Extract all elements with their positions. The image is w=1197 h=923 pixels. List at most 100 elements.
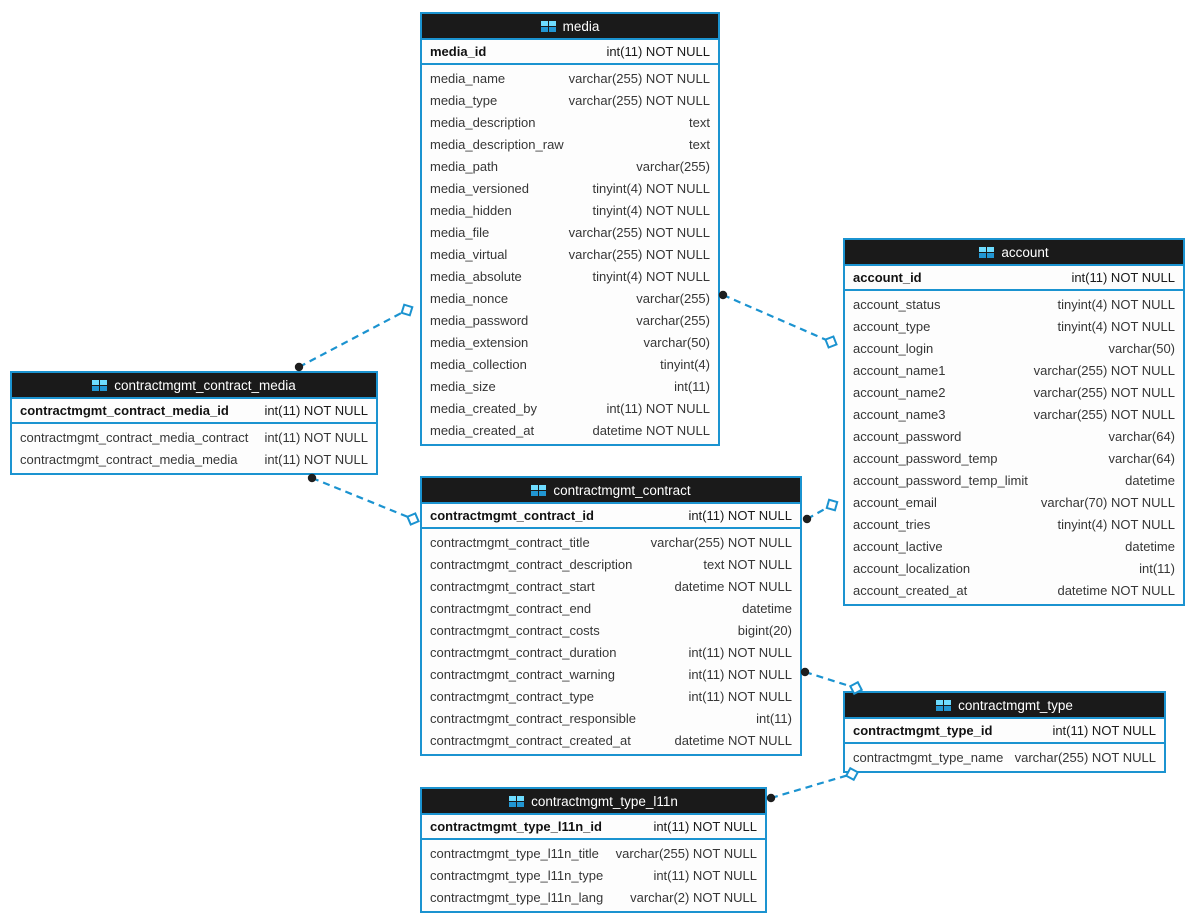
table-row[interactable]: account_login varchar(50) xyxy=(845,337,1183,359)
relation-media-to-account[interactable] xyxy=(718,290,839,350)
relation-contract-to-account[interactable] xyxy=(802,497,840,524)
table-header-contractmgmt_contract[interactable]: contractmgmt_contract xyxy=(422,478,800,504)
relation-contract-to-type[interactable] xyxy=(800,667,864,696)
relation-contract_media-to-contract[interactable] xyxy=(307,473,421,527)
relation-type_l11n-to-type[interactable] xyxy=(766,766,860,803)
table-header-account[interactable]: account xyxy=(845,240,1183,266)
field-name: contractmgmt_contract_media_media xyxy=(20,451,238,467)
table-header-contractmgmt_type_l11n[interactable]: contractmgmt_type_l11n xyxy=(422,789,765,815)
field-type: int(11) NOT NULL xyxy=(653,867,757,883)
field-name: account_login xyxy=(853,340,934,356)
relation-contract_media-to-media[interactable] xyxy=(294,302,415,372)
relation-endpoint-diamond xyxy=(400,303,414,317)
field-type-pk: int(11) NOT NULL xyxy=(1071,270,1175,285)
table-row[interactable]: contractmgmt_type_l11n_type int(11) NOT N… xyxy=(422,864,765,886)
field-type: varchar(50) xyxy=(1108,340,1175,356)
field-name: account_localization xyxy=(853,560,971,576)
table-header-contractmgmt_type[interactable]: contractmgmt_type xyxy=(845,693,1164,719)
field-type: varchar(64) xyxy=(1108,428,1175,444)
field-name: contractmgmt_type_l11n_type xyxy=(430,867,604,883)
relation-endpoint-dot xyxy=(800,667,810,677)
field-name: media_nonce xyxy=(430,290,509,306)
field-type: varchar(255) NOT NULL xyxy=(1033,362,1175,378)
field-type: tinyint(4) NOT NULL xyxy=(592,180,710,196)
field-name: media_created_at xyxy=(430,422,535,438)
field-name: contractmgmt_type_l11n_title xyxy=(430,845,599,861)
table-contractmgmt_contract_media[interactable]: contractmgmt_contract_media contractmgmt_… xyxy=(10,371,378,475)
field-name: media_path xyxy=(430,158,498,174)
field-type: varchar(255) NOT NULL xyxy=(1014,749,1156,765)
field-name: account_status xyxy=(853,296,941,312)
field-type: tinyint(4) xyxy=(660,356,710,372)
relation-endpoint-diamond xyxy=(848,680,864,696)
field-name: account_created_at xyxy=(853,582,968,598)
field-name: contractmgmt_contract_created_at xyxy=(430,732,631,748)
table-header-contractmgmt_contract_media[interactable]: contractmgmt_contract_media xyxy=(12,373,376,399)
field-type: tinyint(4) NOT NULL xyxy=(592,202,710,218)
field-type-pk: int(11) NOT NULL xyxy=(1052,723,1156,738)
field-name: account_tries xyxy=(853,516,931,532)
field-name: account_email xyxy=(853,494,937,510)
table-title: contractmgmt_contract_media xyxy=(114,377,296,393)
table-header-media[interactable]: media xyxy=(422,14,718,40)
table-title: media xyxy=(562,18,600,34)
